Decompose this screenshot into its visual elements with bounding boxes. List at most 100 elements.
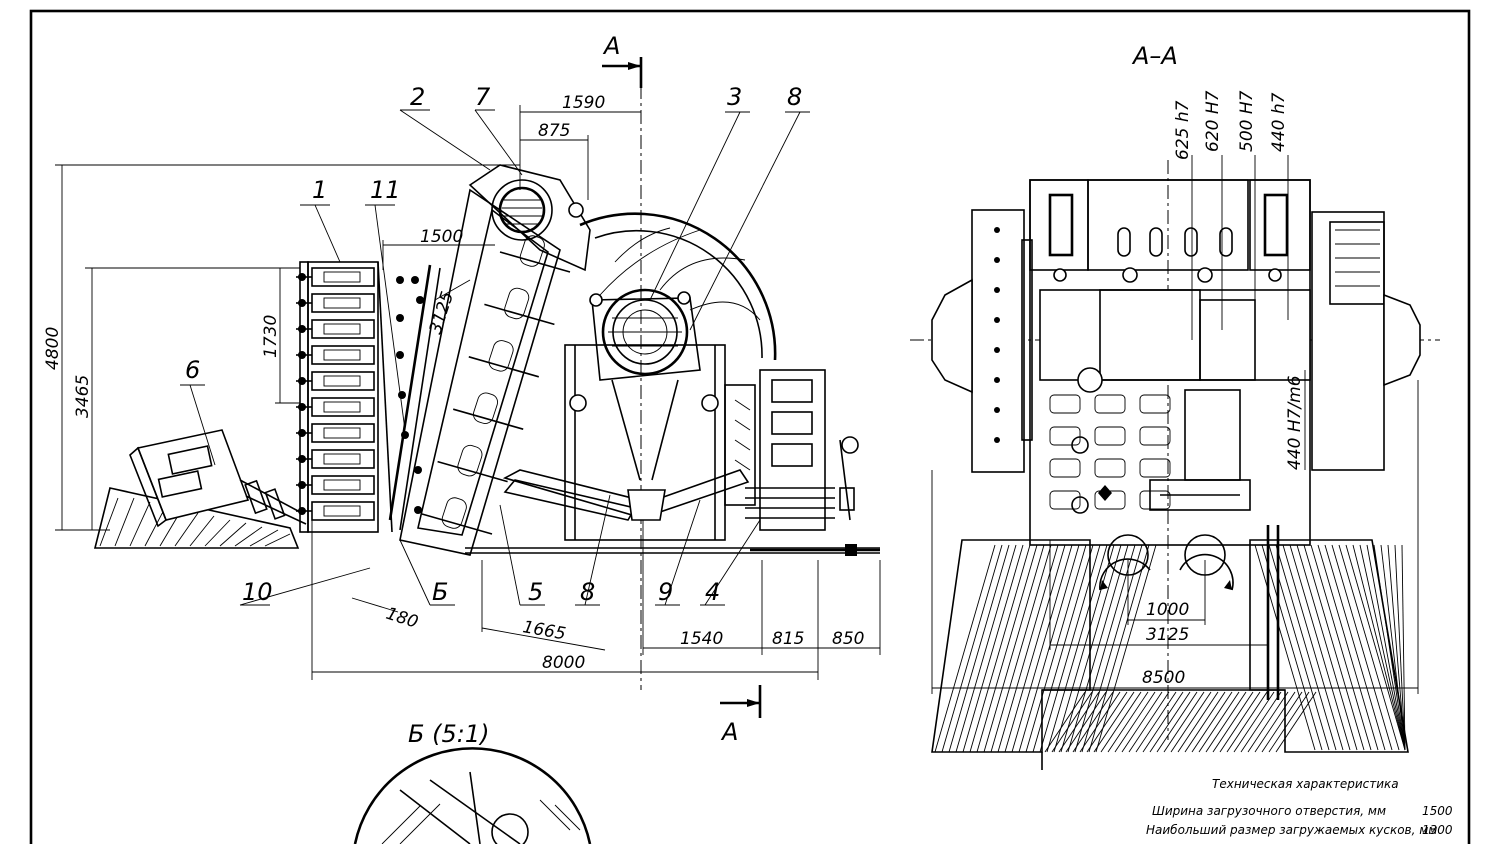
bolt-cell [311, 293, 375, 313]
body-pocket [1049, 490, 1081, 510]
hatch-line [1387, 544, 1406, 751]
hatch-line [1198, 691, 1240, 753]
bolt-slot [323, 453, 361, 465]
hatch-line [1366, 544, 1406, 751]
hatch-line [948, 544, 1010, 753]
dim-3125: 3125 [426, 289, 458, 336]
jaw-rib [437, 460, 508, 483]
hatch-line [1121, 691, 1163, 753]
hatch-line [1149, 691, 1191, 753]
dim-875: 875 [538, 121, 570, 141]
jaw-rib [452, 408, 524, 430]
flywheel-bolt [994, 257, 1000, 263]
bolt-cell [311, 345, 375, 365]
body-pocket [1139, 490, 1171, 510]
callout-1: 1 [312, 176, 327, 204]
body-pocket [1094, 490, 1126, 510]
dim-815: 815 [772, 629, 804, 649]
section-mark-top: A [602, 32, 620, 60]
callout-9: 9 [658, 578, 673, 606]
callout-8-top: 8 [787, 83, 802, 111]
hatch-line [1072, 691, 1114, 753]
jaw-rib-slot [504, 287, 530, 320]
bolt-slot [323, 375, 361, 387]
sheet-frame [29, 9, 1471, 844]
hatch-line [1025, 544, 1087, 753]
hatch-line [1032, 544, 1094, 753]
bolt-cell [311, 371, 375, 391]
pulley [1311, 211, 1421, 471]
hatch-line [1310, 544, 1372, 751]
spec-row-2-value: 1300 [1422, 823, 1453, 837]
bearing-housing [589, 288, 701, 381]
stud [396, 276, 404, 284]
bolt-stack [296, 267, 375, 521]
hatch-line [1394, 544, 1406, 751]
hatch-line [1275, 691, 1317, 753]
body-pockets [1049, 394, 1171, 510]
body-pocket [1049, 458, 1081, 478]
body-pocket [1139, 394, 1171, 414]
callout-10: 10 [242, 578, 273, 606]
dim-3465: 3465 [73, 375, 93, 418]
rear-block [724, 369, 880, 556]
hatch-line [1018, 544, 1080, 753]
body-pocket [1139, 426, 1171, 446]
fit-625h7: 625 h7 [1173, 100, 1193, 160]
hatch-line [969, 544, 1031, 753]
callout-6: 6 [185, 356, 200, 384]
hatch-line [1303, 544, 1365, 751]
hatch-line [1044, 691, 1086, 753]
hatch-line [1261, 691, 1303, 753]
hatch-line [1359, 544, 1406, 751]
front-view: 1 2 3 4 5 6 7 8 8 9 10 11 A A Б Б (5:1) … [43, 32, 881, 844]
flywheel-bolts [994, 227, 1000, 443]
hatch-line [1065, 691, 1107, 753]
hatch-line [1060, 544, 1122, 753]
dim-3125-section: 3125 [1146, 625, 1189, 645]
hatch-line [983, 544, 1045, 753]
hatch-line [1331, 544, 1393, 751]
bolt-cell [311, 397, 375, 417]
flywheel-bolt [994, 377, 1000, 383]
hatch-line [1296, 544, 1358, 751]
jaw-rib-slot [457, 444, 483, 477]
body-pocket [1094, 394, 1126, 414]
hatch-line [1247, 691, 1289, 753]
hatch-line [1268, 691, 1310, 753]
fit-440h7: 440 h7 [1269, 92, 1289, 152]
body-slots [1117, 227, 1233, 257]
fixed-jaw-frame [299, 261, 393, 533]
flywheel-bolt [994, 227, 1000, 233]
fit-620H7: 620 H7 [1203, 90, 1223, 152]
fit-500H7: 500 H7 [1237, 90, 1257, 152]
flywheel-bolt [994, 347, 1000, 353]
flywheel-side [931, 209, 1033, 473]
hatch-line [962, 544, 1024, 753]
hatch-line [1081, 544, 1143, 753]
body-pocket [1049, 426, 1081, 446]
foundation [931, 539, 1409, 770]
motor [129, 429, 307, 528]
hatch-line [1088, 544, 1150, 753]
hatch-line [1074, 544, 1136, 753]
hatch-line [1226, 691, 1268, 753]
hatch-line [1212, 691, 1254, 753]
hatch-line [1086, 691, 1128, 753]
flywheel-bolt [994, 407, 1000, 413]
flywheel-bolt [994, 317, 1000, 323]
dim-4800: 4800 [43, 327, 63, 370]
stud [398, 391, 406, 399]
detail-marker: Б [432, 578, 448, 606]
hatch-line [1373, 544, 1406, 751]
bolt-slot [323, 401, 361, 413]
section-view-title: A–A [1131, 42, 1178, 70]
callout-2: 2 [410, 83, 425, 111]
flywheel-bolt [994, 287, 1000, 293]
detail-view-title: Б (5:1) [408, 720, 489, 748]
body-pocket [1139, 458, 1171, 478]
bolt-slot [323, 271, 361, 283]
hatch-line [1338, 544, 1400, 751]
body-slot [1184, 227, 1198, 257]
hatch-line [1053, 544, 1115, 753]
